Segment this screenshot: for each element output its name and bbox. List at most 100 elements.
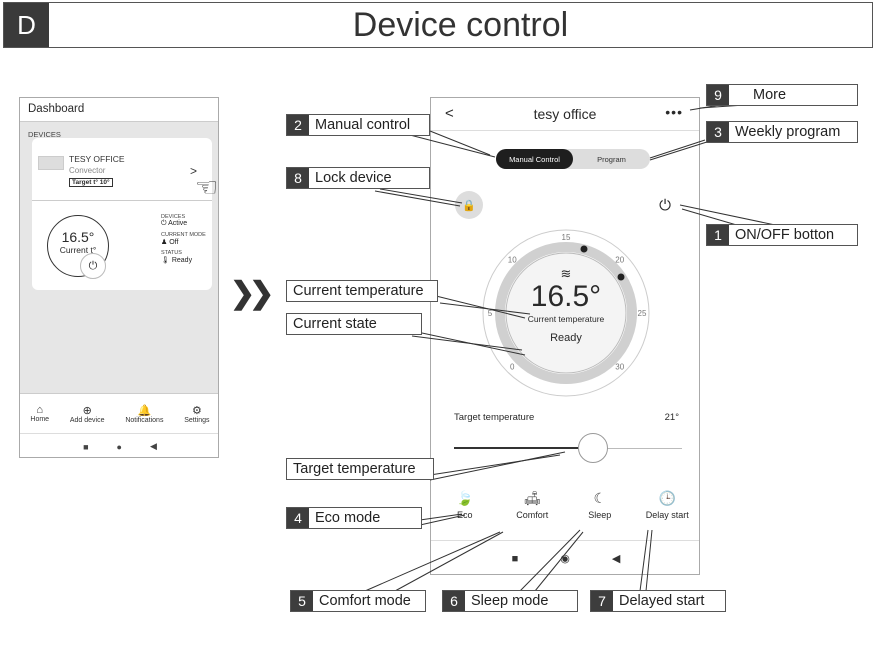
power-icon: ⏻ xyxy=(659,196,671,214)
dial-tick-label: 15 xyxy=(562,233,571,242)
mode-label: Delay start xyxy=(645,510,689,520)
device-name: TESY OFFICE xyxy=(69,154,125,164)
callout-text: Current temperature xyxy=(293,283,424,299)
callout-comfort-mode: 5 Comfort mode xyxy=(290,590,426,612)
devices-section-label: DEVICES xyxy=(28,130,61,139)
mode-label: Comfort xyxy=(516,510,549,520)
dashboard-title: Dashboard xyxy=(20,98,218,122)
callout-text: Target temperature xyxy=(293,461,416,477)
sofa-icon: 🛋 xyxy=(523,490,542,506)
mode-eco[interactable]: 🍃 Eco xyxy=(433,490,497,520)
bell-icon: 🔔 xyxy=(137,404,152,417)
section-letter: D xyxy=(4,3,49,47)
callout-text: Current state xyxy=(293,316,377,332)
mode-delay-start[interactable]: 🕒Delay start xyxy=(635,490,699,520)
nav-label: Notifications xyxy=(125,416,164,424)
tab-manual-control[interactable]: Manual Control xyxy=(496,149,573,169)
mode-label: Sleep xyxy=(588,510,612,520)
callout-number: 5 xyxy=(291,591,313,611)
mode-comfort[interactable]: 🛋 Comfort xyxy=(500,490,564,520)
current-temp-label: Current t° xyxy=(59,245,97,255)
mode-buttons: 🍃 Eco 🛋 Comfort ☾Sleep 🕒Delay start xyxy=(431,490,699,520)
callout-number: 2 xyxy=(287,115,309,135)
heating-icon: ≋ xyxy=(560,266,572,281)
mode-label: Eco xyxy=(456,510,473,520)
callout-text: Sleep mode xyxy=(471,593,549,609)
callout-number: 3 xyxy=(707,122,729,142)
mode-sleep[interactable]: ☾Sleep xyxy=(568,490,632,520)
lock-icon: 🔒 xyxy=(462,199,476,212)
temperature-circle: 16.5° Current t° xyxy=(47,215,109,277)
device-card[interactable]: TESY OFFICE Convector Target t° 10° > 16… xyxy=(32,138,212,290)
callout-text: Comfort mode xyxy=(319,593,411,609)
current-temp-label: Current temperature xyxy=(527,314,605,324)
lock-button[interactable]: 🔒 xyxy=(455,191,483,219)
nav-label: Add device xyxy=(69,416,105,424)
divider xyxy=(32,200,212,201)
target-slider-thumb[interactable] xyxy=(578,433,608,463)
bottom-nav: ⌂Home ⊕Add device 🔔Notifications ⚙Settin… xyxy=(20,393,218,433)
callout-weekly-program: 3 Weekly program xyxy=(706,121,858,143)
page-title: Device control xyxy=(352,6,569,44)
back-icon[interactable]: ◀ xyxy=(611,553,621,565)
power-button[interactable]: ⏻ xyxy=(651,191,679,219)
dial-tick-label: 25 xyxy=(638,309,647,318)
callout-number: 1 xyxy=(707,225,729,245)
device-stats: DEVICES ⏻ Active CURRENT MODE ♟ Off STAT… xyxy=(161,210,206,264)
recents-icon[interactable]: ■ xyxy=(511,552,519,565)
stat-value-text: Off xyxy=(169,239,179,246)
mode-icon: ♟ xyxy=(161,239,170,246)
recents-icon[interactable]: ■ xyxy=(83,441,89,452)
nav-label: Home xyxy=(30,416,50,423)
target-temp-label: Target temperature xyxy=(454,412,535,423)
dial-tick-label: 20 xyxy=(615,255,624,264)
nav-settings[interactable]: ⚙Settings xyxy=(184,404,209,424)
thermometer-icon: 🌡 xyxy=(161,257,172,264)
current-temp-value: 16.5° xyxy=(530,280,602,313)
chevron-right-icon[interactable]: > xyxy=(190,164,198,178)
stat-value: 🌡 Ready xyxy=(161,256,206,264)
control-topbar: < tesy office ••• xyxy=(431,98,699,131)
device-type: Convector xyxy=(69,166,106,175)
target-slider-fill xyxy=(454,447,578,449)
callout-number: 6 xyxy=(443,591,465,611)
home-circle-icon[interactable]: ● xyxy=(116,441,122,452)
dial-tick-label: 30 xyxy=(615,363,624,372)
power-icon: ⏻ xyxy=(161,220,169,227)
stat-label: DEVICES xyxy=(161,214,186,220)
nav-home[interactable]: ⌂Home xyxy=(30,404,49,423)
current-temp-value: 16.5° xyxy=(61,229,95,245)
system-nav-bar: ■ ● ◀ xyxy=(20,433,218,457)
home-circle-icon[interactable]: ◉ xyxy=(560,553,570,565)
nav-notifications[interactable]: 🔔Notifications xyxy=(125,404,163,424)
back-icon[interactable]: ◀ xyxy=(149,441,157,451)
label-target-temperature: Target temperature xyxy=(286,458,434,480)
callout-text: Delayed start xyxy=(619,593,705,609)
target-badge: Target t° 10° xyxy=(69,178,113,187)
power-button[interactable]: ⏻ xyxy=(80,253,106,279)
dial-marker-current xyxy=(580,245,588,253)
stat-label: STATUS xyxy=(161,250,182,256)
stat-value-text: Active xyxy=(168,220,188,227)
target-temp-value: 21° xyxy=(664,412,679,423)
back-arrow-icon[interactable]: < xyxy=(445,105,454,122)
hand-pointer-icon: ☜ xyxy=(195,172,219,202)
tab-program[interactable]: Program xyxy=(597,154,626,164)
section-header: D Device control xyxy=(3,2,873,48)
callout-text: ON/OFF botton xyxy=(735,227,835,243)
callout-number: 8 xyxy=(287,168,309,188)
stat-value: ⏻ Active xyxy=(161,220,206,228)
more-icon[interactable]: ••• xyxy=(665,104,683,120)
stat-value: ♟ Off xyxy=(161,238,206,246)
leaf-icon: 🍃 xyxy=(456,490,474,506)
callout-sleep-mode: 6 Sleep mode xyxy=(442,590,578,612)
label-current-temperature: Current temperature xyxy=(286,280,438,302)
dial-marker-target xyxy=(617,273,625,281)
nav-add-device[interactable]: ⊕Add device xyxy=(70,404,105,424)
callout-text: Eco mode xyxy=(315,510,381,526)
device-title: tesy office xyxy=(533,106,597,122)
callout-text: Weekly program xyxy=(735,124,841,140)
